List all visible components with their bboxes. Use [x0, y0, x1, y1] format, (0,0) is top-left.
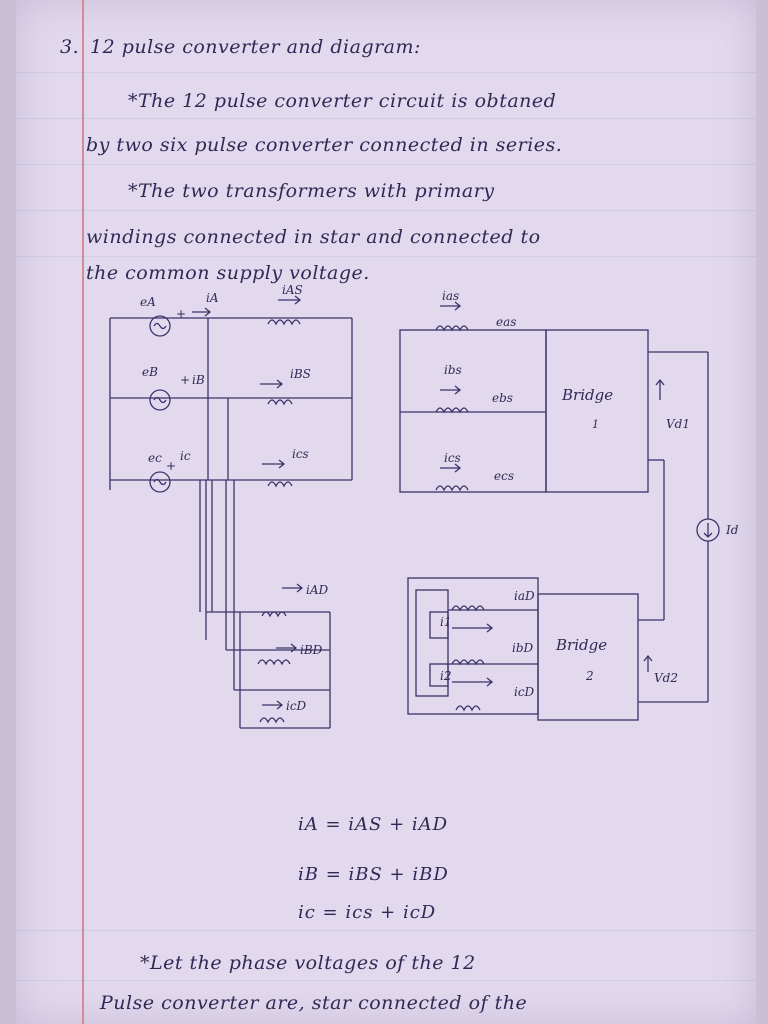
- arrow-right-icon: [262, 459, 286, 469]
- inductor-coil-icon: [435, 485, 469, 492]
- line-current-label: ic: [180, 449, 191, 463]
- arrow-right-icon: [278, 295, 302, 305]
- secondary-delta-current-label: iaD: [514, 589, 535, 603]
- paragraph-2-line-1: *The two transformers with primary: [128, 180, 495, 202]
- ruled-line: [16, 164, 756, 165]
- delta-winding-frame: [429, 611, 449, 639]
- ac-source-icon: [149, 389, 171, 411]
- bridge-2-box: [537, 593, 639, 721]
- source-label: ec: [148, 451, 162, 465]
- bridge-1-box: [545, 329, 649, 493]
- secondary-star-current-label: ias: [442, 289, 459, 303]
- arrow-right-icon: [440, 463, 462, 473]
- secondary-star-current-label: ics: [444, 451, 461, 465]
- page-heading: 12 pulse converter and diagram:: [90, 36, 421, 58]
- heading-number: 3.: [60, 36, 80, 58]
- arrow-up-icon: [655, 378, 665, 400]
- arrow-up-icon: [643, 654, 653, 672]
- primary-delta-current-label: iAD: [306, 583, 329, 597]
- inductor-coil-icon: [435, 325, 469, 332]
- delta-arrow-label: i1: [440, 615, 451, 629]
- primary-delta-current-label: icD: [286, 699, 307, 713]
- vd2-label: Vd2: [654, 671, 678, 685]
- inductor-coil-icon: [435, 407, 469, 414]
- inductor-coil-icon: [267, 399, 293, 406]
- paragraph-1-line-2: by two six pulse converter connected in …: [86, 134, 563, 156]
- secondary-star-voltage-label: ecs: [494, 469, 514, 483]
- inductor-coil-icon: [455, 705, 481, 712]
- ac-source-icon: [149, 315, 171, 337]
- arrow-right-icon: [262, 700, 284, 710]
- secondary-star-voltage-label: eas: [496, 315, 516, 329]
- bridge-1-label: Bridge: [561, 386, 613, 404]
- delta-winding-frame: [415, 589, 449, 697]
- ruled-line: [16, 256, 756, 257]
- arrow-right-icon: [452, 623, 494, 633]
- paragraph-1-line-1: *The 12 pulse converter circuit is obtan…: [128, 90, 557, 112]
- delta-arrow-label: i2: [440, 669, 451, 683]
- inductor-coil-icon: [267, 319, 301, 326]
- bridge-2-number: 2: [585, 669, 594, 683]
- equation-3: ic = ics + icD: [298, 902, 437, 923]
- ac-source-icon: [149, 471, 171, 493]
- secondary-star-current-label: ibs: [444, 363, 462, 377]
- ruled-line: [16, 930, 756, 931]
- secondary-delta-current-label: icD: [514, 685, 535, 699]
- arrow-right-icon: [282, 583, 304, 593]
- arrow-right-icon: [440, 301, 462, 311]
- bridge-2-label: Bridge: [555, 636, 607, 654]
- inductor-coil-icon: [267, 481, 293, 488]
- equation-2: iB = iBS + iBD: [298, 864, 449, 885]
- primary-star-current-label: iAS: [282, 283, 303, 297]
- secondary-star-box: [399, 329, 547, 493]
- paragraph-3-line-2: Pulse converter are, star connected of t…: [100, 992, 528, 1014]
- line-current-label: iA: [206, 291, 219, 305]
- plus-sign: +: [166, 459, 176, 473]
- vd1-label: Vd1: [666, 417, 690, 431]
- secondary-delta-current-label: ibD: [512, 641, 534, 655]
- plus-sign: +: [180, 373, 190, 387]
- arrow-right-icon: [276, 643, 298, 653]
- arrow-right-icon: [452, 677, 494, 687]
- paragraph-2-line-3: the common supply voltage.: [86, 262, 370, 284]
- ruled-line: [16, 980, 756, 981]
- dc-current-label: Id: [725, 523, 739, 537]
- secondary-star-voltage-label: ebs: [492, 391, 513, 405]
- primary-star-current-label: iBS: [290, 367, 311, 381]
- bridge-1-number: 1: [592, 418, 599, 431]
- notebook-page: [16, 0, 756, 1024]
- ruled-line: [16, 210, 756, 211]
- inductor-coil-icon: [257, 659, 291, 666]
- paragraph-2-line-2: windings connected in star and connected…: [86, 226, 541, 248]
- ruled-line: [16, 118, 756, 119]
- equation-1: iA = iAS + iAD: [298, 814, 449, 835]
- primary-delta-current-label: iBD: [300, 643, 323, 657]
- arrow-right-icon: [192, 307, 212, 317]
- margin-line: [82, 0, 84, 1024]
- arrow-right-icon: [260, 379, 284, 389]
- ruled-line: [16, 72, 756, 73]
- delta-winding-frame: [429, 663, 449, 687]
- inductor-coil-icon: [261, 611, 287, 618]
- source-label: eB: [142, 365, 158, 379]
- inductor-coil-icon: [259, 717, 285, 724]
- primary-star-current-label: ics: [292, 447, 309, 461]
- source-label: eA: [140, 295, 156, 309]
- current-source-icon: [696, 518, 720, 542]
- arrow-right-icon: [440, 385, 462, 395]
- paragraph-3-line-1: *Let the phase voltages of the 12: [140, 952, 476, 974]
- line-current-label: iB: [192, 373, 205, 387]
- plus-sign: +: [176, 307, 186, 321]
